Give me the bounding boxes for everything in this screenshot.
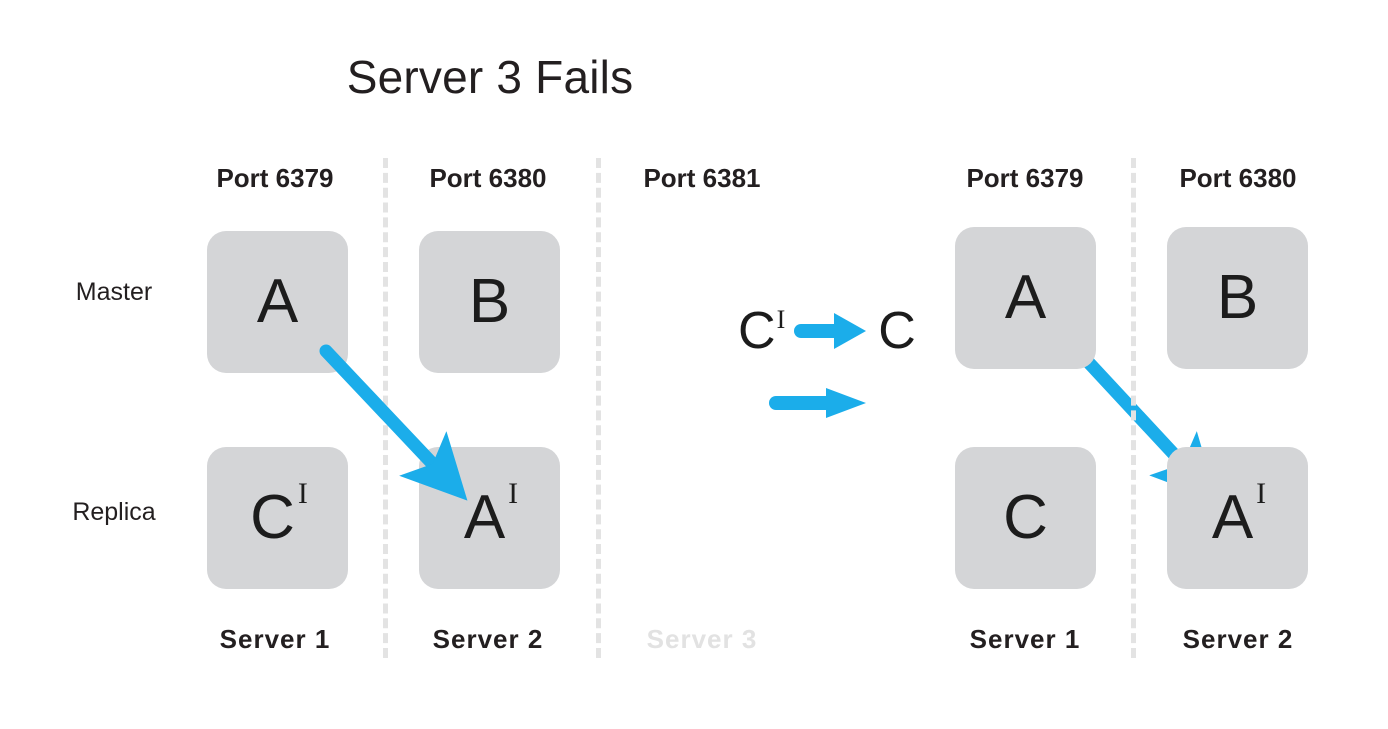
node-label: B [1216,263,1259,332]
node-label: A [1211,483,1254,552]
center-from-label: CI [738,302,786,360]
node-right-master-server2[interactable]: B [1167,227,1308,369]
node-label: B [468,267,511,336]
divider-right-1 [1131,158,1136,658]
server-label-left-1: Server 1 [219,624,331,654]
node-prime-mark: I [297,477,308,510]
node-right-replica-server2[interactable]: A I [1167,447,1308,589]
node-left-replica-server1[interactable]: C I [207,447,348,589]
node-label: A [1004,263,1047,332]
port-label-right-1: Port 6379 [966,163,1084,193]
server-label-right-1: Server 1 [969,624,1081,654]
server-label-left-2: Server 2 [432,624,544,654]
center-promotion-note: CI C [738,305,916,357]
node-right-master-server1[interactable]: A [955,227,1096,369]
node-label: A [256,267,299,336]
page-title: Server 3 Fails [346,51,634,103]
node-prime-mark: I [508,477,519,510]
divider-left-1 [383,158,388,658]
row-label-master: Master [75,278,153,306]
node-label: C [250,483,295,552]
arrow-right-icon [794,313,867,349]
port-label-left-1: Port 6379 [216,163,334,193]
node-right-replica-server1[interactable]: C [955,447,1096,589]
server-label-left-3-failed: Server 3 [646,624,758,654]
port-label-right-2: Port 6380 [1179,163,1297,193]
row-label-replica: Replica [72,498,156,526]
center-flow-arrow-icon [769,388,866,418]
node-label: A [463,483,506,552]
node-prime-mark: I [1256,477,1267,510]
divider-left-2 [596,158,601,658]
node-left-master-server2[interactable]: B [419,231,560,373]
node-left-replica-server2[interactable]: A I [419,447,560,589]
node-label: C [1003,483,1048,552]
node-left-master-server1[interactable]: A [207,231,348,373]
center-to-label: C [878,302,916,360]
port-label-left-2: Port 6380 [429,163,547,193]
port-label-left-3: Port 6381 [643,163,761,193]
server-label-right-2: Server 2 [1182,624,1294,654]
